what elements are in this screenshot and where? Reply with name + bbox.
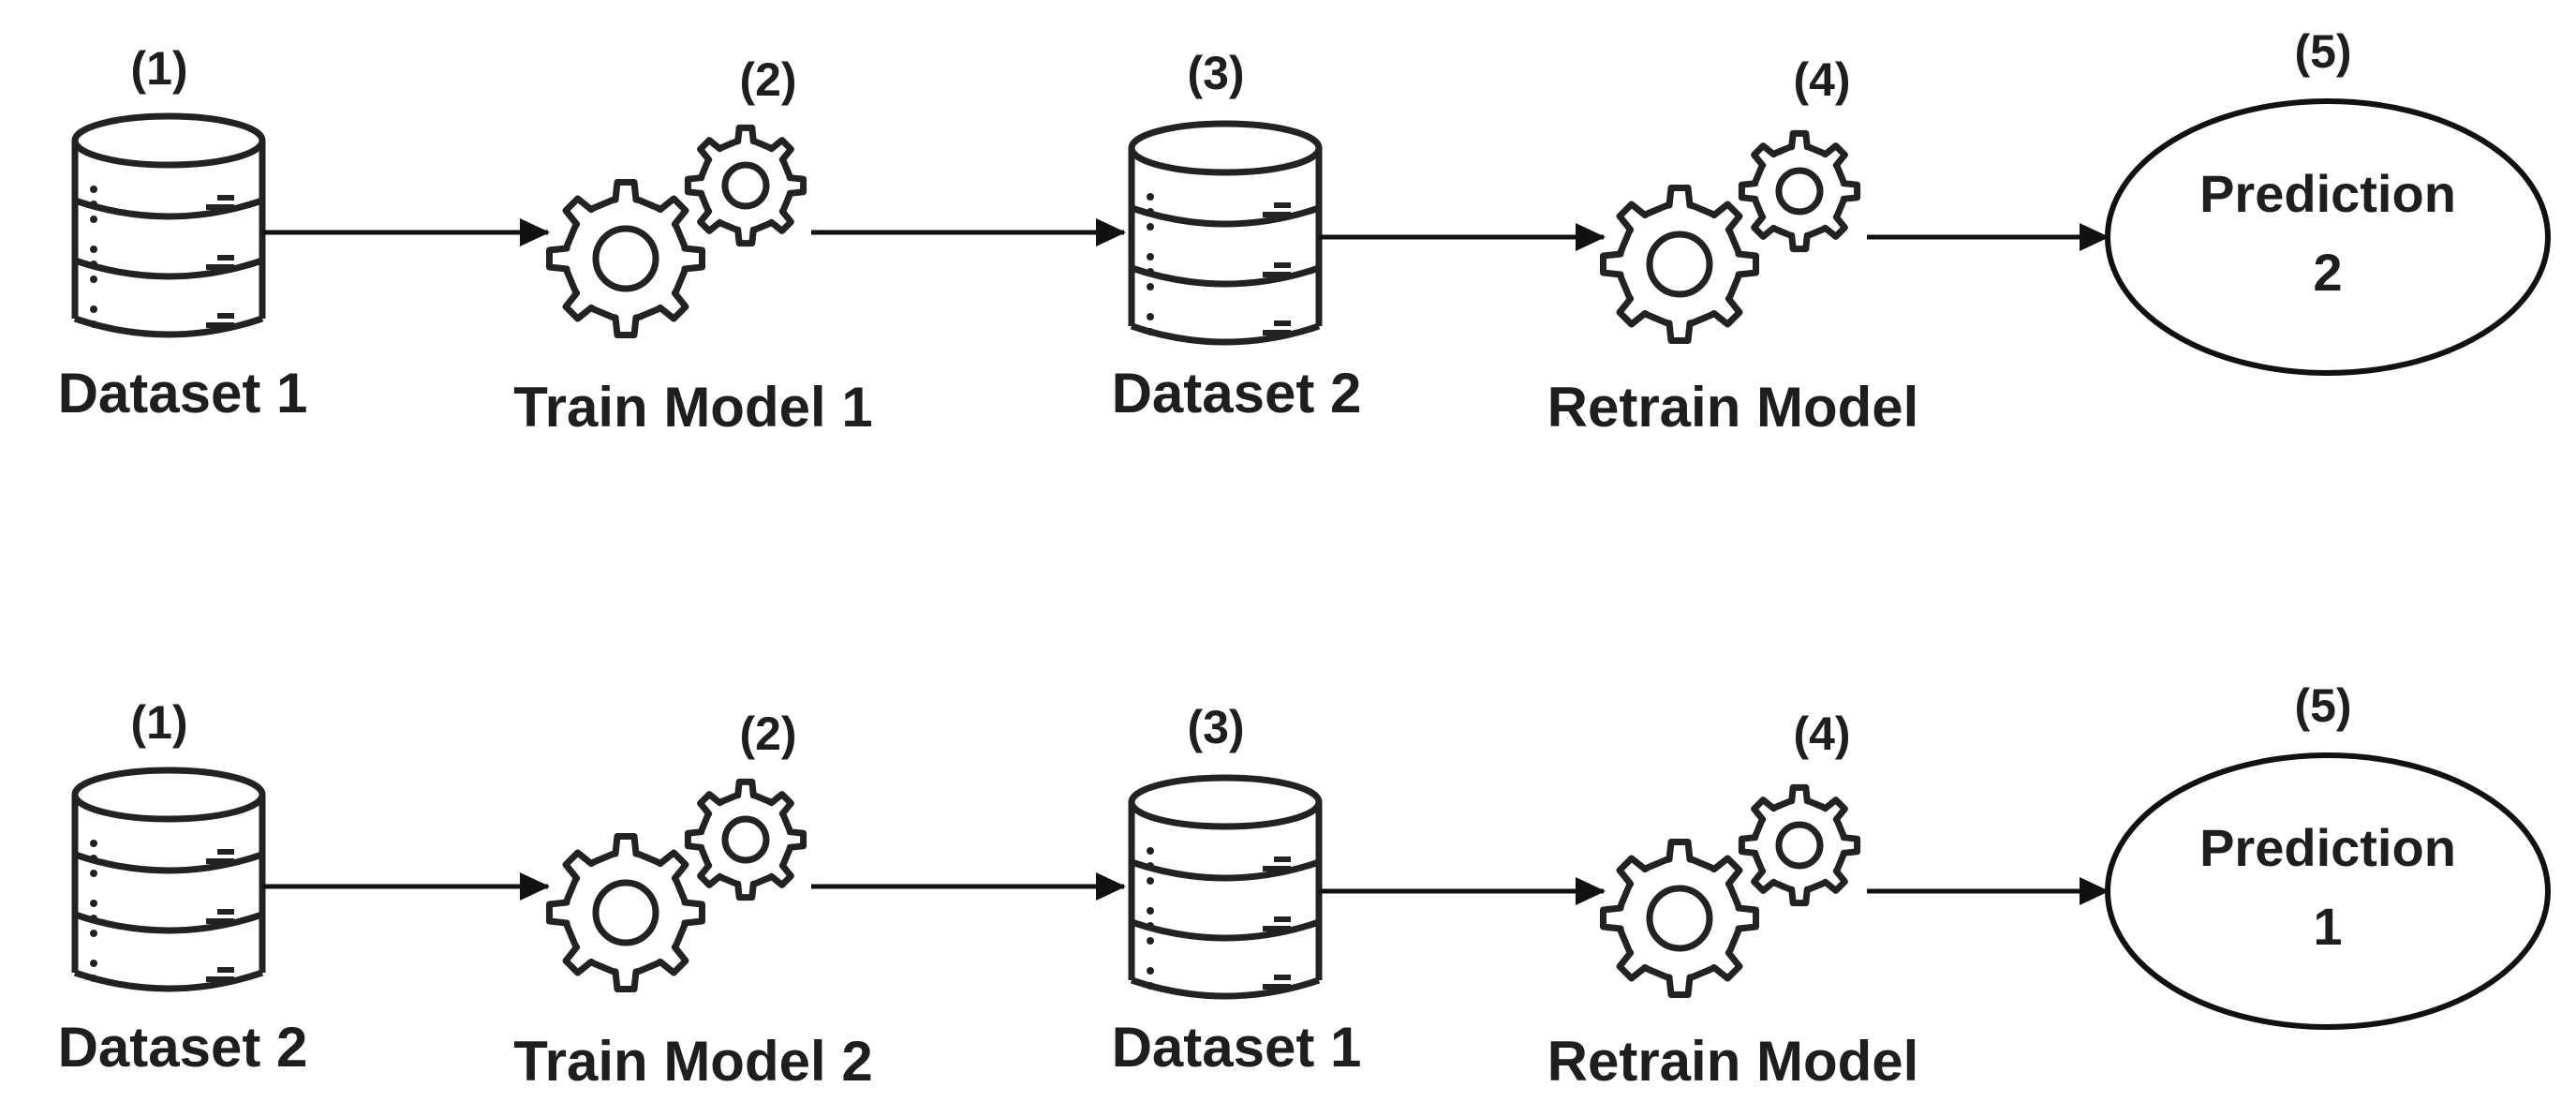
step-number: (2) [739,707,796,760]
database-icon [75,116,262,335]
step-label: Train Model 2 [513,1030,872,1093]
step-number: (1) [130,696,187,749]
prediction-number: 2 [2313,243,2342,302]
step-label: Dataset 1 [1112,1016,1362,1079]
pipeline-row-2: (1) Dataset 2 (2) Train Model 2 (3) Dataset 1… [58,679,2551,1093]
database-icon [75,770,262,989]
prediction-ellipse [2105,752,2551,1030]
step-3: (3) Dataset 2 [1112,47,1362,424]
step-1: (1) Dataset 2 [58,696,308,1079]
prediction-label: Prediction [2199,818,2456,877]
step-4: (4) Retrain Model [1547,707,1919,1093]
step-number: (2) [739,53,796,106]
prediction-label: Prediction [2199,164,2456,223]
step-number: (4) [1793,707,1850,760]
database-icon [1132,778,1319,996]
step-number: (3) [1187,47,1244,99]
step-4: (4) Retrain Model [1547,53,1919,439]
gear-small-icon [684,124,807,247]
step-label: Retrain Model [1547,1030,1919,1093]
gear-small-icon [1738,783,1861,907]
database-icon [1132,124,1319,342]
pipeline-row-1: (1) Dataset 1 (2) Train Model 1 (3) Dataset 2… [58,25,2551,439]
prediction-ellipse [2105,98,2551,376]
step-2: (2) Train Model 1 [513,53,872,439]
step-label: Dataset 2 [1112,362,1362,424]
step-number: (1) [130,42,187,95]
step-number: (3) [1187,701,1244,753]
step-2: (2) Train Model 2 [513,707,872,1093]
step-number: (5) [2294,25,2351,78]
step-5: (5) Prediction 1 [2105,679,2551,1030]
step-label: Dataset 2 [58,1016,308,1079]
gear-large-icon [546,179,705,338]
gear-large-icon [546,833,705,992]
gear-small-icon [684,778,807,901]
step-5: (5) Prediction 2 [2105,25,2551,376]
step-number: (4) [1793,53,1850,106]
step-label: Retrain Model [1547,376,1919,439]
step-1: (1) Dataset 1 [58,42,308,424]
gear-large-icon [1600,185,1759,344]
prediction-number: 1 [2313,897,2342,956]
step-3: (3) Dataset 1 [1112,701,1362,1079]
gear-small-icon [1738,129,1861,253]
step-number: (5) [2294,679,2351,732]
step-label: Dataset 1 [58,362,308,424]
step-label: Train Model 1 [513,376,872,439]
gear-large-icon [1600,839,1759,998]
